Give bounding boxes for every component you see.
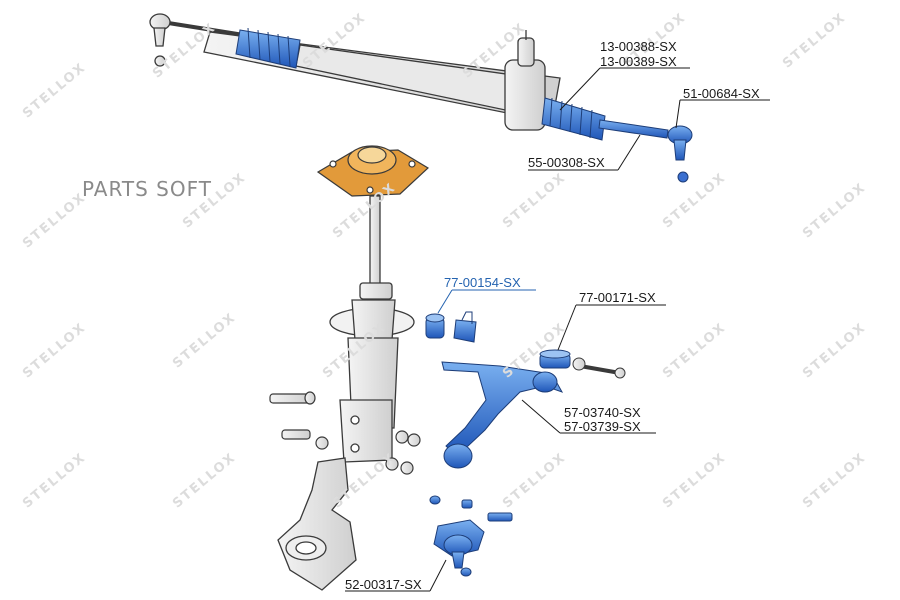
strut-bolts <box>269 391 421 475</box>
lower-control-arm <box>441 361 564 469</box>
label-arm-bushing[interactable]: 77-00171-SX <box>579 290 656 305</box>
inner-tie-rod <box>598 119 669 139</box>
label-control-arm-1[interactable]: 57-03740-SX <box>564 405 641 420</box>
label-rack-boot-1[interactable]: 13-00388-SX <box>600 39 677 54</box>
left-rack-boot <box>235 27 301 69</box>
stabilizer-bushings <box>425 311 477 343</box>
label-stabilizer-bushing[interactable]: 77-00154-SX <box>444 275 521 290</box>
strut-top-mount <box>316 145 429 197</box>
left-tie-rod <box>149 13 251 67</box>
brand-watermark: PARTS SOFT <box>82 177 212 201</box>
arm-bushing <box>539 349 571 369</box>
shock-strut <box>329 195 415 463</box>
callout-lines <box>345 67 770 592</box>
ball-joint <box>429 495 513 577</box>
label-rack-boot-2[interactable]: 13-00389-SX <box>600 54 677 69</box>
label-inner-tie-rod[interactable]: 55-00308-SX <box>528 155 605 170</box>
label-ball-joint[interactable]: 52-00317-SX <box>345 577 422 592</box>
tie-rod-end <box>667 125 693 183</box>
label-control-arm-2[interactable]: 57-03739-SX <box>564 419 641 434</box>
steering-knuckle <box>277 457 357 591</box>
label-tie-rod-end[interactable]: 51-00684-SX <box>683 86 760 101</box>
arm-bolt <box>572 357 626 379</box>
right-rack-boot <box>541 97 606 141</box>
